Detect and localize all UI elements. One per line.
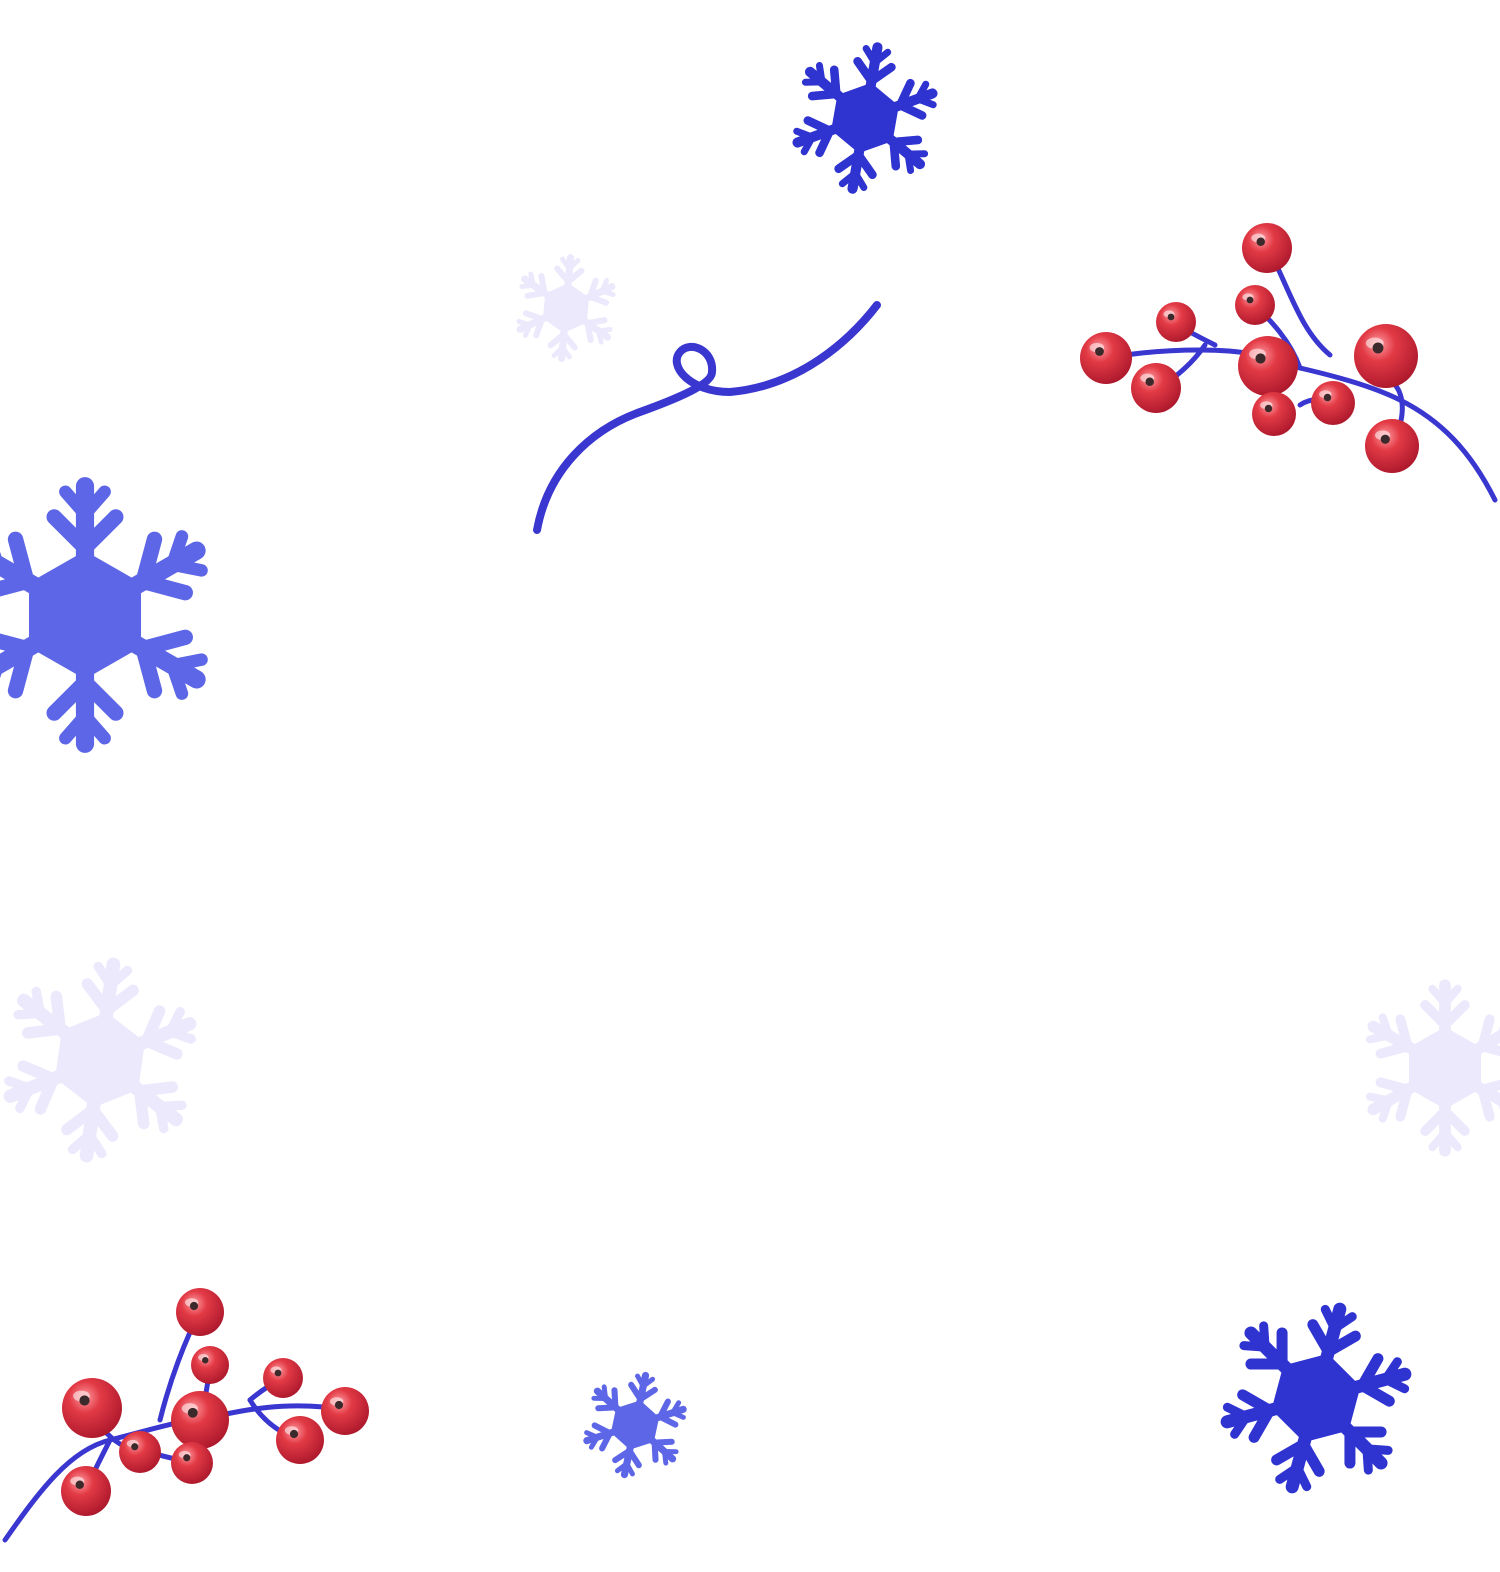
berry [1252,392,1296,436]
snowflake-icon [0,486,212,744]
berry-branch-icon [2,1288,369,1543]
snowflake-icon [0,951,208,1169]
swirl-ribbon-icon [533,301,881,534]
snowflake-icon [512,253,620,363]
berry [171,1391,229,1449]
berry [276,1416,324,1464]
berry [1311,381,1355,425]
berry [191,1346,229,1384]
snowflake-icon [1205,1286,1428,1511]
snowflake-icon [576,1365,695,1485]
berry [176,1288,224,1336]
berry [171,1442,213,1484]
berry [321,1387,369,1435]
berry [1238,336,1298,396]
berry [1365,419,1419,473]
snowflake-icon [1363,985,1500,1151]
berry [1080,332,1132,384]
berry-branch-icon [1080,223,1498,503]
berry [119,1431,161,1473]
berry [62,1378,122,1438]
berry [61,1466,111,1516]
berry [1354,324,1418,388]
snowflake-icon [783,35,947,201]
berry [263,1358,303,1398]
berry [1131,363,1181,413]
berry [1235,285,1275,325]
berry [1242,223,1292,273]
berry [1156,302,1196,342]
